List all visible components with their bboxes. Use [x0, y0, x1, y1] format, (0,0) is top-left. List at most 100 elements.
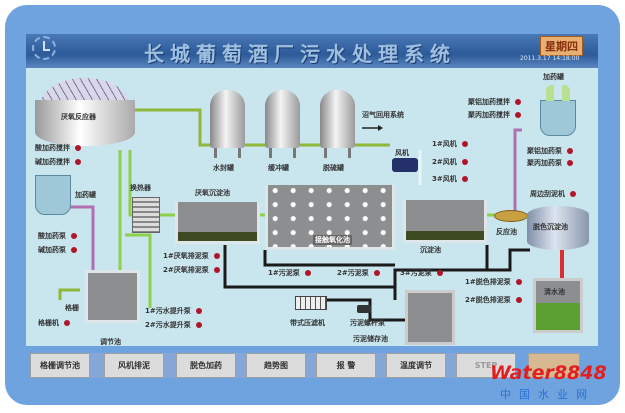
biogas-reuse-label: 沼气回用系统 [362, 111, 404, 119]
belt-filter-press-label: 带式压滤机 [290, 319, 325, 327]
indicator-pac-pump: 聚铝加药泵 [527, 146, 573, 156]
indicator-blower-3: 3#风机 [432, 174, 468, 184]
clear-water-tank: 清水池 [533, 278, 583, 333]
indicator-grille-machine: 格栅机 [38, 318, 70, 328]
status-dot [515, 112, 521, 118]
status-dot [461, 141, 468, 147]
buffer-tank [265, 90, 300, 158]
indicator-blower-2: 2#风机 [432, 157, 468, 167]
sludge-storage-label: 污泥储存池 [353, 335, 388, 343]
screw-pump[interactable] [357, 305, 371, 313]
water-seal-tank-label: 水封罐 [213, 164, 234, 172]
status-dot [373, 270, 380, 276]
status-dot [567, 148, 573, 154]
indicator-sludge-pump-1: 1#污泥泵 [268, 268, 311, 278]
indicator-pam-stirrer: 聚丙加药搅拌 [468, 110, 521, 120]
page-title: 长城葡萄酒厂污水处理系统 [144, 42, 456, 66]
dosing-tank-left [35, 175, 71, 215]
status-dot [195, 308, 202, 314]
indicator-anaerobic-sludge-pump-1: 1#厌氧排泥泵 [163, 251, 220, 261]
status-dot [461, 159, 468, 165]
indicator-pac-stirrer: 聚铝加药搅拌 [468, 97, 521, 107]
buffer-tank-label: 缓冲罐 [268, 164, 289, 172]
nav-blower-sludge[interactable]: 风机排泥 [104, 353, 164, 378]
dosing-tank-right-stirrers [546, 85, 570, 101]
indicator-lift-pump-2: 2#污水提升泵 [145, 320, 202, 330]
indicator-alkali-pump: 碱加药泵 [38, 245, 77, 255]
heat-exchanger [132, 197, 160, 233]
title-bar [26, 34, 598, 68]
datetime: 2011.3.17 14:18:00 [520, 55, 580, 62]
nav-grille-regulating[interactable]: 格栅调节池 [30, 353, 90, 378]
nav-separator [90, 353, 104, 378]
indicator-blower-1: 1#风机 [432, 139, 468, 149]
desulfurization-tank [320, 90, 355, 158]
grille-label: 格栅 [65, 304, 79, 312]
nav-trend[interactable]: 趋势图 [246, 353, 306, 378]
nav-separator [164, 353, 178, 378]
dosing-tank-left-label: 加药罐 [75, 191, 96, 199]
reaction-tank-label: 反应池 [496, 228, 517, 236]
status-dot [71, 247, 77, 253]
indicator-anaerobic-sludge-pump-2: 2#厌氧排泥泵 [163, 265, 220, 275]
status-dot [195, 322, 202, 328]
nav-decolor-dosing[interactable]: 脱色加药 [176, 353, 236, 378]
indicator-sludge-pump-2: 2#污泥泵 [337, 268, 380, 278]
status-dot [64, 320, 70, 326]
desulfurization-tank-label: 脱硫罐 [323, 164, 344, 172]
dosing-tank-right [540, 100, 576, 136]
indicator-scraper: 周边刮泥机 [530, 189, 576, 199]
indicator-lift-pump-1: 1#污水提升泵 [145, 306, 202, 316]
status-dot [304, 270, 311, 276]
anaerobic-reactor-label: 厌氧反应器 [61, 113, 96, 121]
status-dot [436, 270, 443, 276]
indicator-acid-stirrer: 酸加药搅拌 [35, 143, 81, 153]
status-dot [75, 159, 81, 165]
nav-alarm[interactable]: 报 警 [316, 353, 376, 378]
contact-oxidation-tank: 接触氧化池 [265, 185, 395, 250]
status-dot [567, 160, 573, 166]
contact-oxidation-label: 接触氧化池 [313, 235, 352, 245]
watermark-site: 中国水业网 [500, 388, 595, 401]
status-dot [213, 253, 220, 259]
nav-extra[interactable] [528, 353, 580, 378]
status-dot [570, 191, 576, 197]
nav-temperature[interactable]: 温度调节 [386, 353, 446, 378]
blower-label: 风机 [395, 149, 409, 157]
status-dot [461, 176, 468, 182]
screw-pump-label: 污泥螺杆泵 [350, 319, 385, 327]
nav-step[interactable]: STEP [456, 353, 516, 378]
reaction-tank [494, 210, 528, 222]
anaerobic-settling-tank [175, 202, 260, 244]
status-dot [515, 99, 521, 105]
anaerobic-reactor: 厌氧反应器 [35, 78, 135, 148]
regulating-tank [85, 270, 140, 323]
indicator-alkali-stirrer: 碱加药搅拌 [35, 157, 81, 167]
blower[interactable] [392, 158, 418, 172]
belt-filter-press[interactable] [295, 296, 327, 310]
status-dot [75, 145, 81, 151]
status-dot [515, 297, 522, 303]
decolor-settling-tank: 脱色沉淀池 [527, 206, 589, 250]
indicator-decolor-sludge-pump-2: 2#脱色排泥泵 [465, 295, 522, 305]
heat-exchanger-label: 换热器 [130, 184, 151, 192]
indicator-pam-pump: 聚丙加药泵 [527, 158, 573, 168]
weekday-badge: 星期四 [540, 36, 583, 56]
clock-icon [32, 36, 56, 60]
indicator-sludge-pump-3: 3#污泥泵 [400, 268, 443, 278]
status-dot [213, 267, 220, 273]
water-seal-tank [210, 90, 245, 158]
sludge-storage-tank [405, 290, 455, 345]
indicator-acid-pump: 酸加药泵 [38, 231, 77, 241]
regulating-tank-label: 调节池 [100, 338, 121, 346]
status-dot [515, 279, 522, 285]
decolor-settling-label: 脱色沉淀池 [533, 223, 568, 231]
settling-tank [403, 200, 487, 243]
anaerobic-settling-label: 厌氧沉淀池 [195, 189, 230, 197]
dosing-tank-right-label: 加药罐 [543, 73, 564, 81]
settling-tank-label: 沉淀池 [420, 246, 441, 254]
status-dot [71, 233, 77, 239]
clear-water-label: 清水池 [544, 288, 565, 296]
watermark-brand: Water8848 [490, 362, 607, 384]
